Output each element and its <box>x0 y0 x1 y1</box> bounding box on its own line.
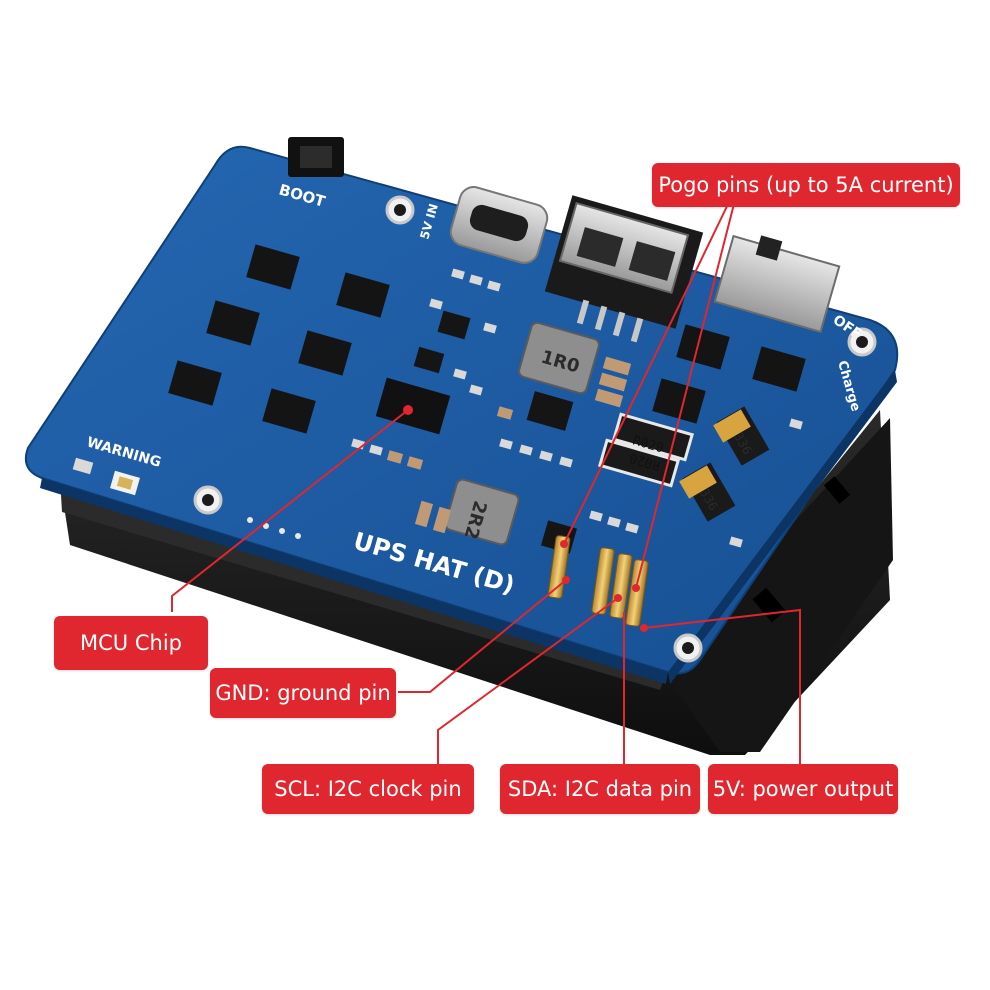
inductor-large: 1R0 <box>518 321 600 395</box>
tantalum-caps: 336 336 <box>679 406 770 522</box>
passive-components <box>247 268 803 548</box>
protection-ics <box>168 244 806 434</box>
inductor-small: 2R2 <box>444 478 520 546</box>
mounting-holes <box>193 195 877 663</box>
shunt-resistors: R020 R020 <box>597 412 695 488</box>
leader-lines <box>171 199 801 766</box>
pogo-pins <box>547 535 649 632</box>
small-ics <box>413 310 578 554</box>
callout-gnd: GND: ground pin <box>210 668 396 718</box>
callout-sda: SDA: I2C data pin <box>500 764 700 814</box>
usb-a-port <box>544 195 704 343</box>
callout-scl: SCL: I2C clock pin <box>262 764 474 814</box>
callout-mcu: MCU Chip <box>54 616 208 670</box>
callout-pogo: Pogo pins (up to 5A current) <box>652 163 960 207</box>
callout-5v: 5V: power output <box>708 764 898 814</box>
